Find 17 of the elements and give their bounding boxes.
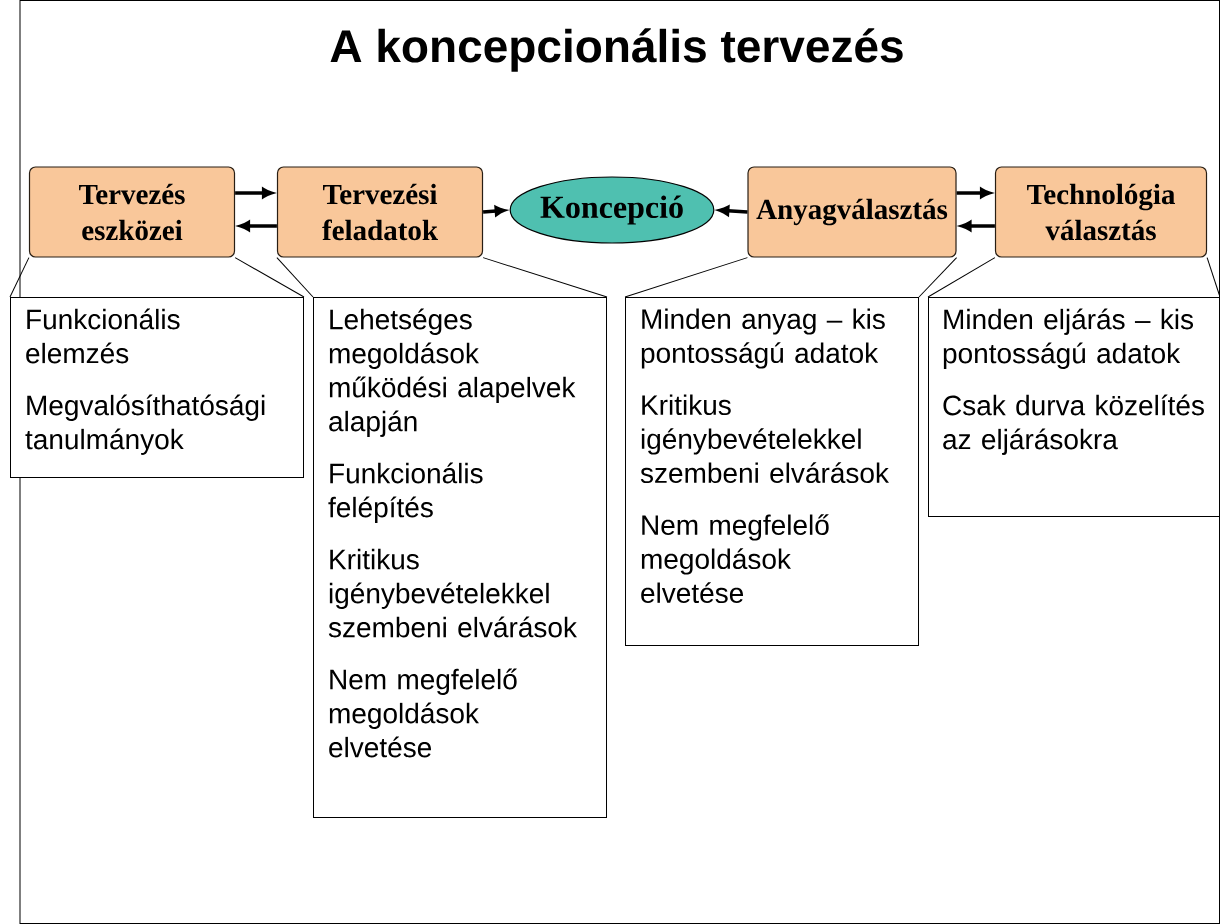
leader-line bbox=[276, 257, 314, 298]
process-box: Tervezés eszközei bbox=[28, 166, 236, 258]
text-box: Minden eljárás – kis pontosságú adatok Csak durva közelítés az eljárásokra bbox=[928, 297, 1220, 517]
process-box: Tervezési feladatok bbox=[276, 166, 484, 258]
process-box: Anyagválasztás bbox=[747, 166, 957, 258]
leader-line bbox=[482, 257, 608, 298]
leader-line bbox=[624, 257, 748, 298]
leader-line bbox=[927, 257, 996, 298]
title: A koncepcionális tervezés bbox=[330, 28, 903, 72]
leader-line bbox=[918, 257, 958, 298]
text-box: Minden anyag – kis pontosságú adatok Kritikus igénybevételekkel szembeni elvárások Nem megfelelő megoldások elvetése bbox=[625, 297, 919, 646]
leader-line bbox=[234, 257, 305, 298]
arrow bbox=[960, 220, 995, 232]
process-box: Technológia választás bbox=[994, 166, 1208, 258]
text-box: Funkcionális elemzés Megvalósíthatósági tanulmányok bbox=[10, 297, 304, 478]
text-box: Lehetséges megoldások működési alapelvek alapján Funkcionális felépítés Kritikus igénybevételekkel szembeni elvárások Nem megfelelő megoldások elvetése bbox=[313, 297, 607, 818]
leader-line bbox=[9, 257, 30, 298]
